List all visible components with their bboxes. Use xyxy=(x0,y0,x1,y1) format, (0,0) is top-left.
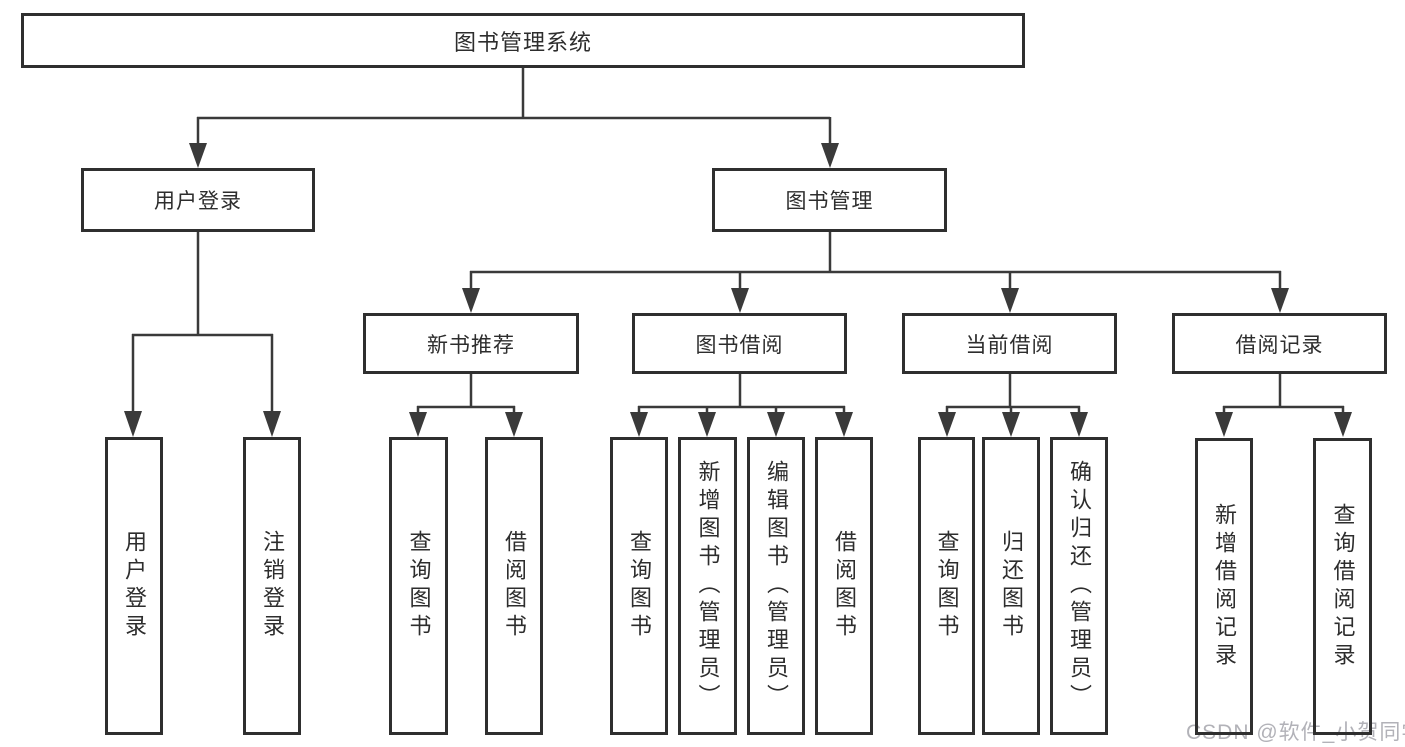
node-leaf-user-login: 用户登录 xyxy=(105,437,163,735)
node-leaf-logout: 注销登录 xyxy=(243,437,301,735)
node-book-borrow-label: 图书借阅 xyxy=(695,333,784,357)
node-root: 图书管理系统 xyxy=(21,13,1025,68)
node-leaf-borrow-books-label: 借阅图书 xyxy=(832,530,857,642)
node-user-login: 用户登录 xyxy=(81,168,315,232)
node-book-management-label: 图书管理 xyxy=(785,190,874,213)
csdn-watermark: CSDN @软件_小贺同学 xyxy=(1186,721,1405,744)
node-leaf-return-book-label: 归还图书 xyxy=(999,530,1024,642)
node-leaf-query-books-borrow-label: 查询图书 xyxy=(627,530,652,642)
node-current-borrow: 当前借阅 xyxy=(902,313,1117,374)
node-leaf-edit-book-admin-label: 编辑图书（管理员） xyxy=(764,460,789,712)
node-leaf-query-borrow-record-label: 查询借阅记录 xyxy=(1330,502,1356,671)
node-leaf-query-books-borrow: 查询图书 xyxy=(610,437,668,735)
node-user-login-label: 用户登录 xyxy=(154,190,242,213)
node-leaf-borrow-books: 借阅图书 xyxy=(815,437,873,735)
node-book-management: 图书管理 xyxy=(712,168,947,232)
node-root-label: 图书管理系统 xyxy=(453,29,592,55)
node-leaf-add-borrow-record: 新增借阅记录 xyxy=(1195,438,1253,735)
node-leaf-logout-label: 注销登录 xyxy=(260,530,285,642)
node-new-book-recommend: 新书推荐 xyxy=(363,313,579,374)
node-leaf-add-book-admin-label: 新增图书（管理员） xyxy=(695,460,721,712)
node-leaf-add-borrow-record-label: 新增借阅记录 xyxy=(1212,502,1237,671)
node-current-borrow-label: 当前借阅 xyxy=(965,333,1054,357)
node-leaf-query-books-recommend: 查询图书 xyxy=(389,437,448,735)
node-leaf-query-books-current-label: 查询图书 xyxy=(934,530,960,642)
node-borrow-records: 借阅记录 xyxy=(1172,313,1387,374)
node-borrow-records-label: 借阅记录 xyxy=(1235,333,1324,357)
node-leaf-confirm-return-admin: 确认归还（管理员） xyxy=(1050,437,1108,735)
node-book-borrow: 图书借阅 xyxy=(632,313,847,374)
node-leaf-edit-book-admin: 编辑图书（管理员） xyxy=(747,437,805,735)
node-leaf-query-books-current: 查询图书 xyxy=(918,437,975,735)
node-leaf-query-books-recommend-label: 查询图书 xyxy=(406,530,432,642)
node-leaf-return-book: 归还图书 xyxy=(982,437,1040,735)
node-new-book-recommend-label: 新书推荐 xyxy=(427,333,515,357)
node-leaf-query-borrow-record: 查询借阅记录 xyxy=(1313,438,1372,735)
node-leaf-confirm-return-admin-label: 确认归还（管理员） xyxy=(1067,460,1092,712)
node-leaf-borrow-books-recommend-label: 借阅图书 xyxy=(502,530,527,642)
node-leaf-borrow-books-recommend: 借阅图书 xyxy=(485,437,543,735)
node-leaf-user-login-label: 用户登录 xyxy=(122,530,147,642)
node-leaf-add-book-admin: 新增图书（管理员） xyxy=(678,437,737,735)
